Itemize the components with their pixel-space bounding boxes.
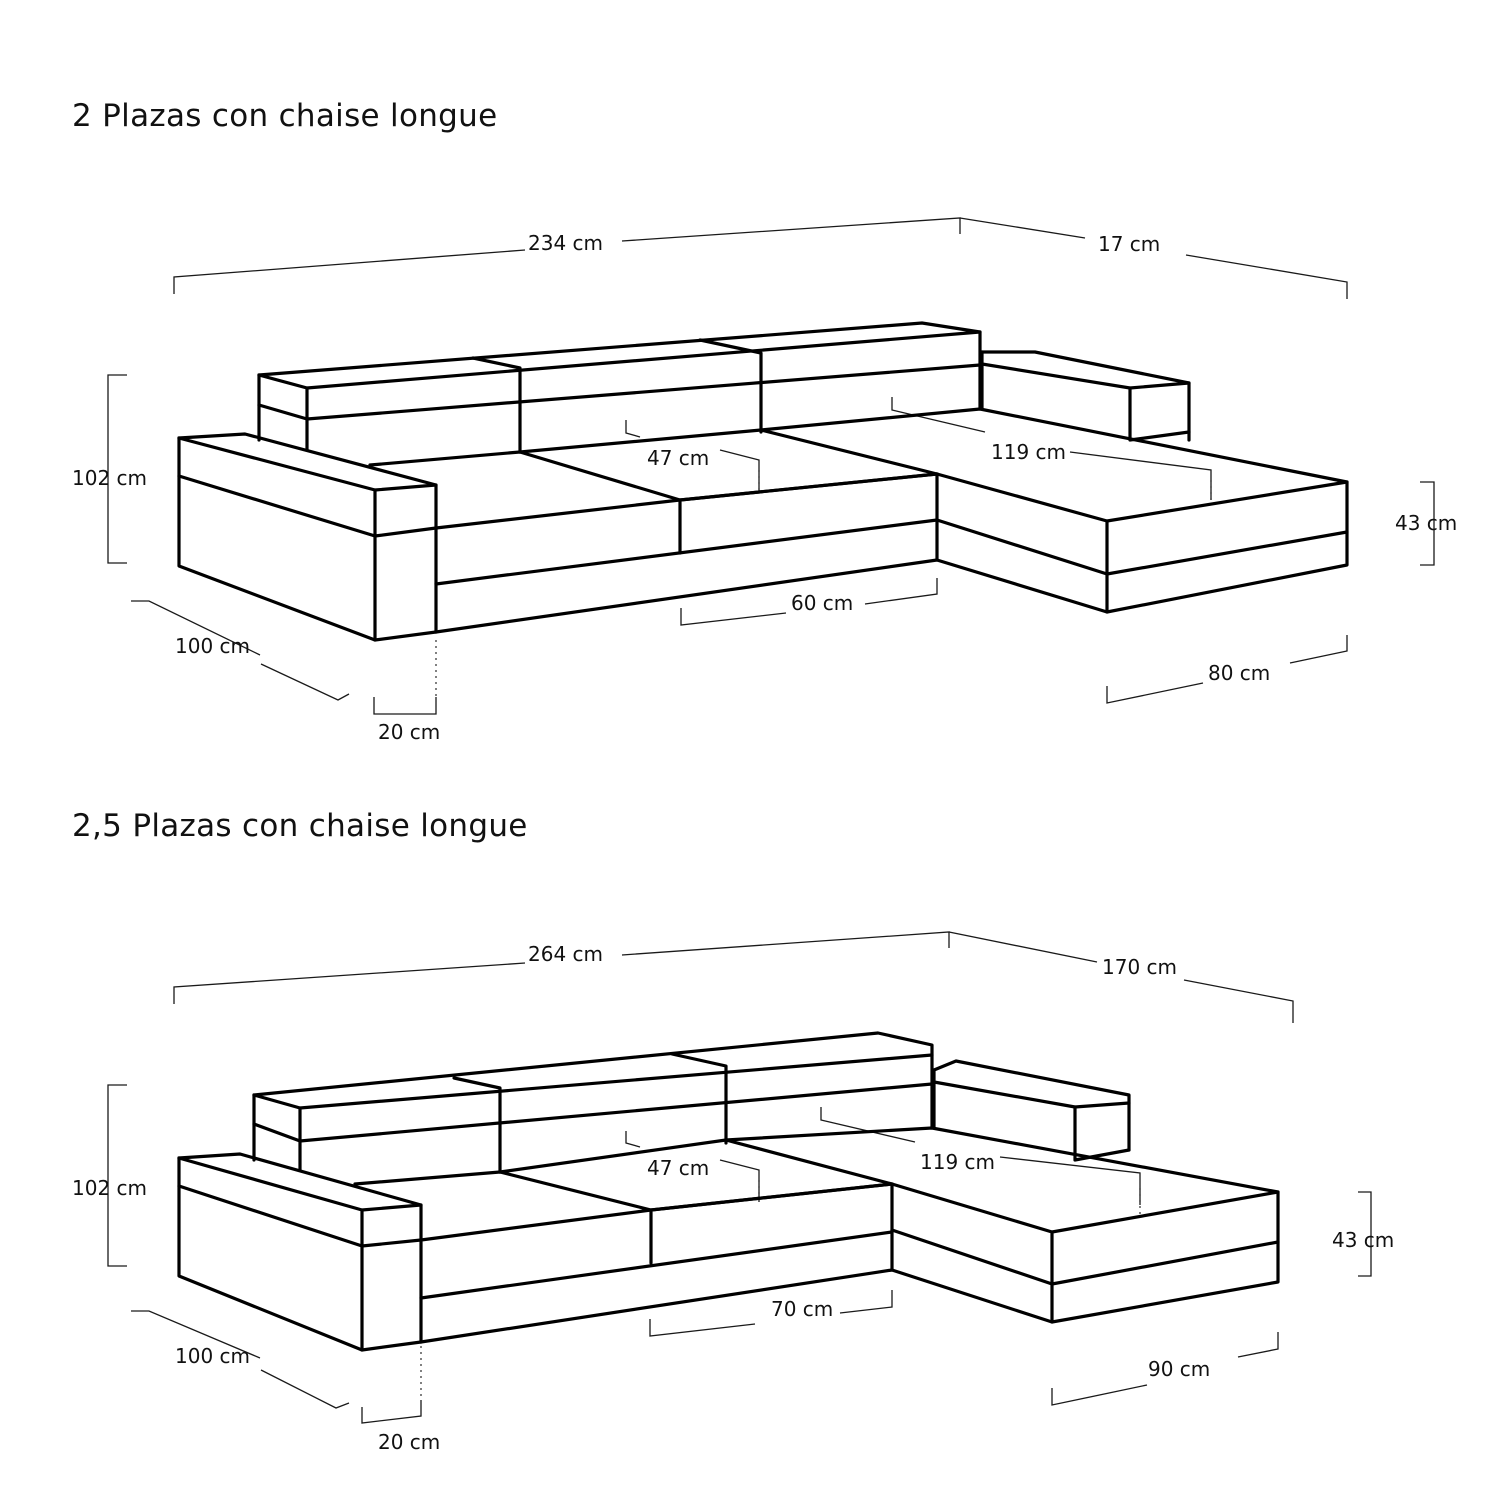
dim-seat-height-label: 43 cm [1395,511,1458,535]
sofa-2-5-plazas-section: 2,5 Plazas con chaise longue [0,710,1500,1454]
dim-seat-width-label: 60 cm [791,591,854,615]
sofa-2-5-plazas-drawing [107,931,1372,1424]
dimension-lines [107,217,1435,715]
dim-seat-height-label: 43 cm [1332,1228,1395,1252]
dim-chaise-front-label: 90 cm [1148,1357,1211,1381]
sofa-outline [177,1031,1280,1352]
dim-chaise-width-label: 170 cm [1102,955,1178,979]
section-title: 2 Plazas con chaise longue [72,98,498,134]
dim-height-label: 102 cm [72,466,148,490]
sofa-2-plazas-drawing [107,217,1435,715]
dim-seat-width-label: 70 cm [771,1297,834,1321]
dimension-lines [107,931,1372,1424]
dim-height-label: 102 cm [72,1176,148,1200]
dim-depth-label: 100 cm [175,1344,251,1368]
sofa-2-plazas-section: 2 Plazas con chaise longue [0,0,1500,744]
dim-arm-label: 20 cm [378,1430,441,1454]
dim-chaise-length-label: 119 cm [920,1150,996,1174]
dim-arm-label: 20 cm [378,720,441,744]
dim-chaise-width-label: 17 cm [1098,232,1161,256]
dim-depth-label: 100 cm [175,634,251,658]
dim-width-label: 264 cm [528,942,604,966]
dim-chaise-length-label: 119 cm [991,440,1067,464]
dim-seat-depth-label: 47 cm [647,1156,710,1180]
sofa-outline [177,321,1349,642]
section-title: 2,5 Plazas con chaise longue [72,808,528,844]
dim-width-label: 234 cm [528,231,604,255]
dim-chaise-front-label: 80 cm [1208,661,1271,685]
dim-seat-depth-label: 47 cm [647,446,710,470]
